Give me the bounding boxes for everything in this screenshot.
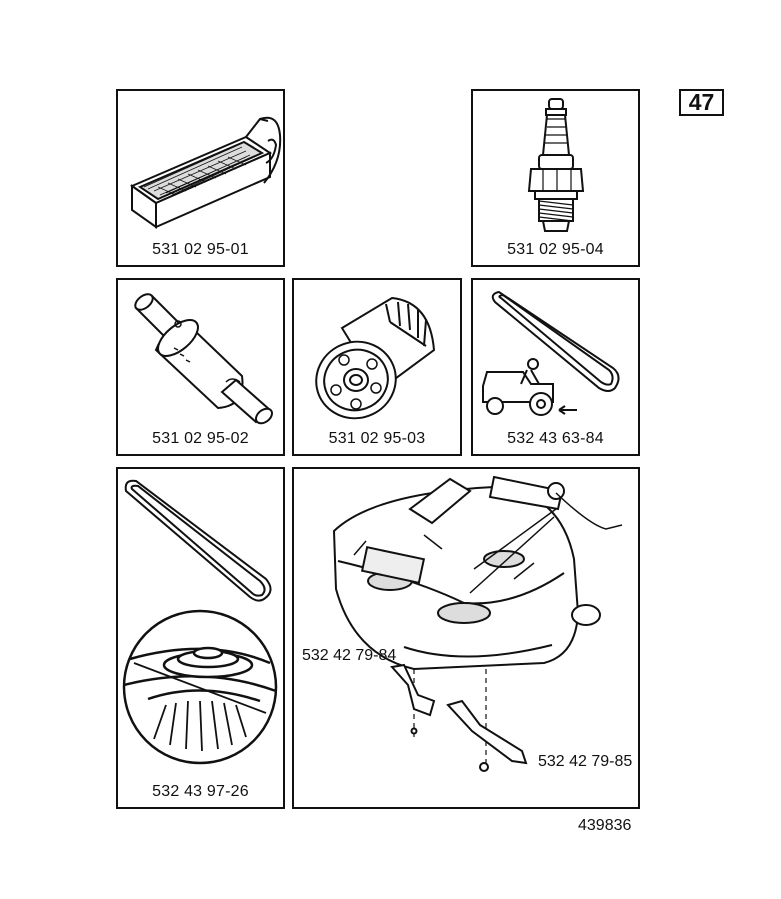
part-number-air-filter: 531 02 95-01 <box>152 241 249 258</box>
panel-oil-filter: 531 02 95-03 <box>292 278 462 456</box>
pulley-icon <box>122 609 278 765</box>
label-blade-left: 532 42 79-84 <box>302 647 397 664</box>
drive-belt-icon <box>482 290 620 416</box>
panel-air-filter: 531 02 95-01 <box>116 89 285 267</box>
label-blade-right: 532 42 79-85 <box>538 753 633 770</box>
reference-number: 439836 <box>578 817 632 834</box>
deck-belt-icon <box>122 479 278 765</box>
part-number-oil-filter: 531 02 95-03 <box>328 430 426 447</box>
page-number-badge: 47 <box>679 89 724 116</box>
part-number-deck-belt-pulley: 532 43 97-26 <box>152 783 249 800</box>
panel-fuel-filter: 531 02 95-02 <box>116 278 285 456</box>
panel-mower-deck: 532 42 79-84 532 42 79-85 <box>292 467 640 809</box>
oil-filter-icon <box>315 296 436 420</box>
spark-plug-icon <box>527 98 585 232</box>
air-filter-icon <box>129 116 282 229</box>
part-number-spark-plug: 531 02 95-04 <box>507 241 604 258</box>
part-number-drive-belt: 532 43 63-84 <box>507 430 604 447</box>
fuel-filter-icon <box>134 293 273 425</box>
panel-spark-plug: 531 02 95-04 <box>471 89 640 267</box>
panel-deck-belt-pulley: 532 43 97-26 <box>116 467 285 809</box>
mower-deck-icon <box>332 475 623 772</box>
tractor-icon <box>482 358 577 416</box>
panel-drive-belt: 532 43 63-84 <box>471 278 640 456</box>
part-number-fuel-filter: 531 02 95-02 <box>152 430 249 447</box>
mower-blade-icon <box>390 663 436 717</box>
